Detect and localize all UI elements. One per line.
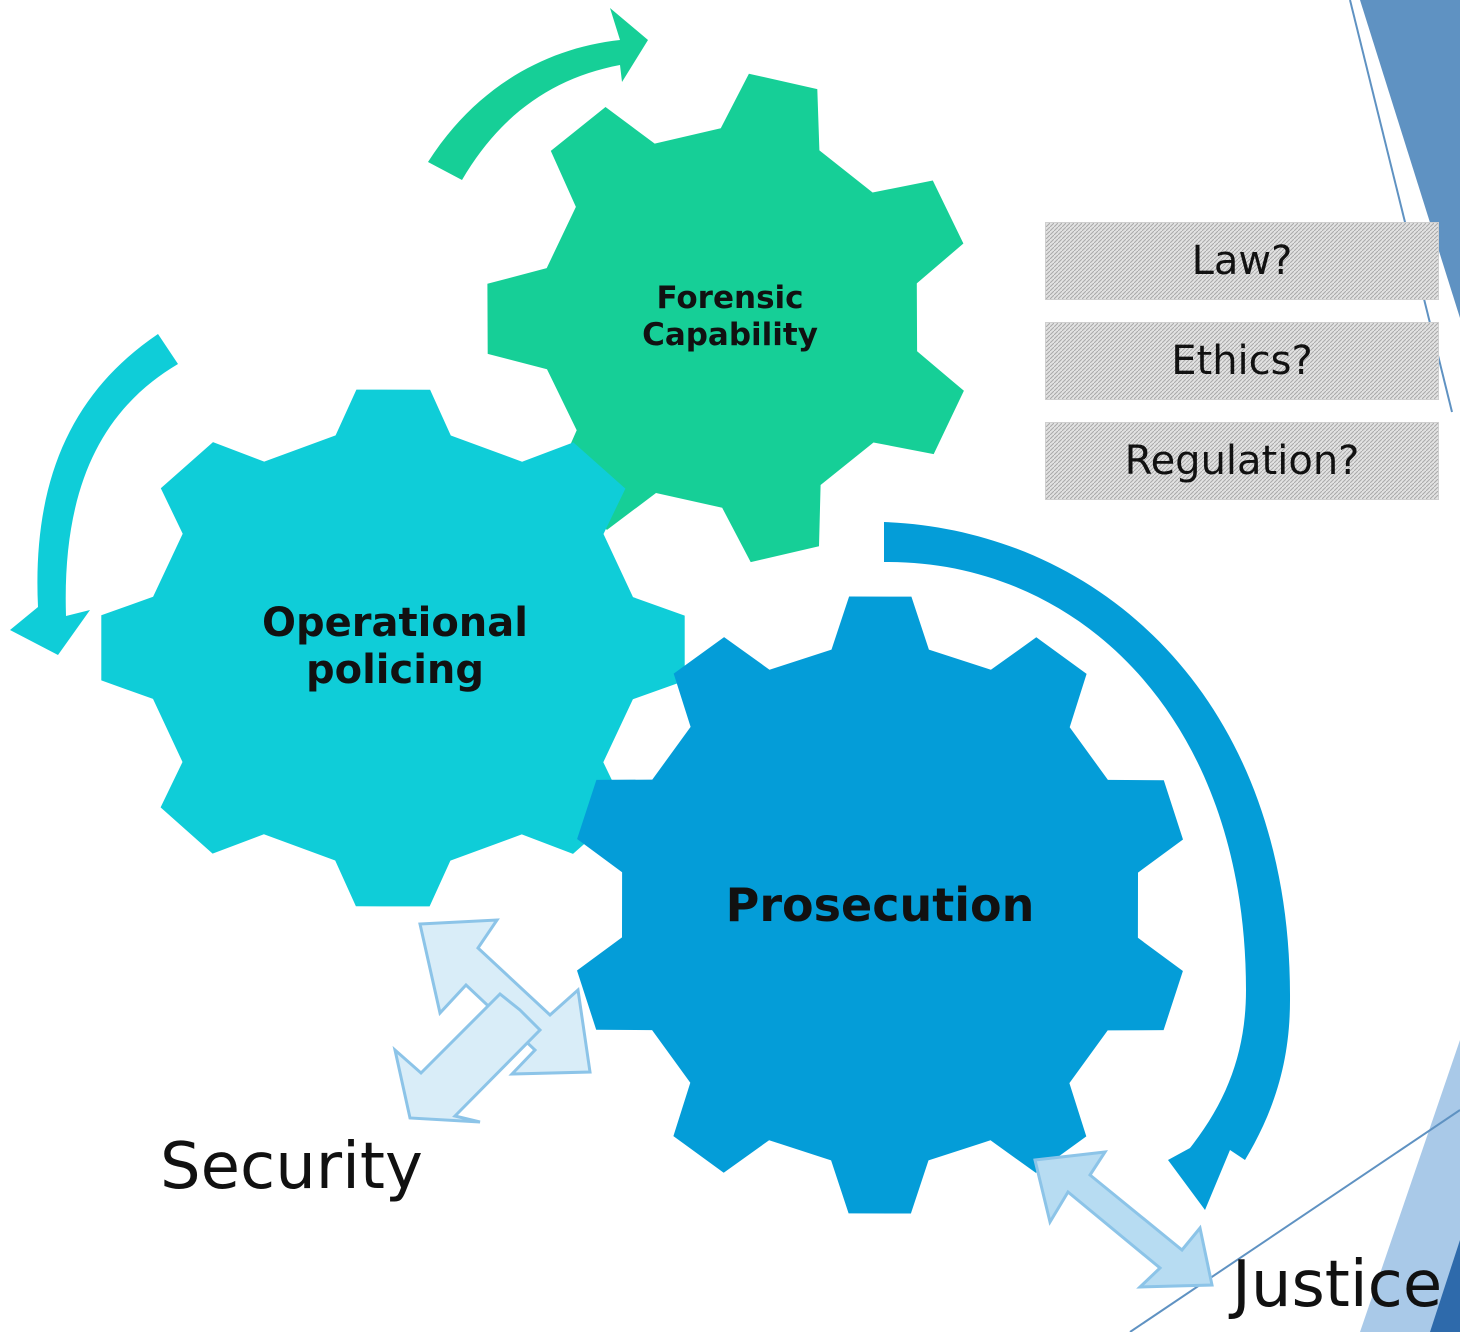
question-box-regulation: Regulation? [1045,422,1439,500]
operational-line2: policing [305,647,485,694]
gear-label-operational: Operational policing [230,600,560,694]
operational-line1: Operational [262,600,528,646]
two-way-arrow-security-lower [392,991,543,1124]
curved-arrow-operational [10,334,178,655]
gear-prosecution [577,596,1183,1214]
question-regulation: Regulation? [1124,438,1360,484]
hatch-bg [1046,323,1438,399]
gear-operational-policing [101,389,685,907]
corner-line-bottom [1129,1109,1460,1332]
outcome-security: Security [160,1130,423,1204]
gear-label-prosecution: Prosecution [700,878,1060,932]
question-law: Law? [1191,238,1293,284]
gear-label-forensic: Forensic Capability [600,280,860,353]
two-way-arrow-justice [1033,1150,1214,1289]
corner-decoration-bottom-dark [1430,1240,1460,1332]
question-ethics: Ethics? [1171,338,1313,384]
prosecution-label: Prosecution [725,878,1035,932]
forensic-line1: Forensic [656,280,804,316]
outcome-justice: Justice [1232,1248,1443,1322]
hatch-bg [1046,223,1438,299]
gear-forensic-capability [487,73,964,563]
curved-arrow-prosecution [884,522,1291,1210]
corner-decoration-bottom-light [1360,1040,1460,1332]
question-box-law: Law? [1045,222,1439,300]
curved-arrow-forensic [428,8,648,180]
hatch-bg [1046,423,1438,499]
question-box-ethics: Ethics? [1045,322,1439,400]
forensic-line2: Capability [642,316,818,353]
